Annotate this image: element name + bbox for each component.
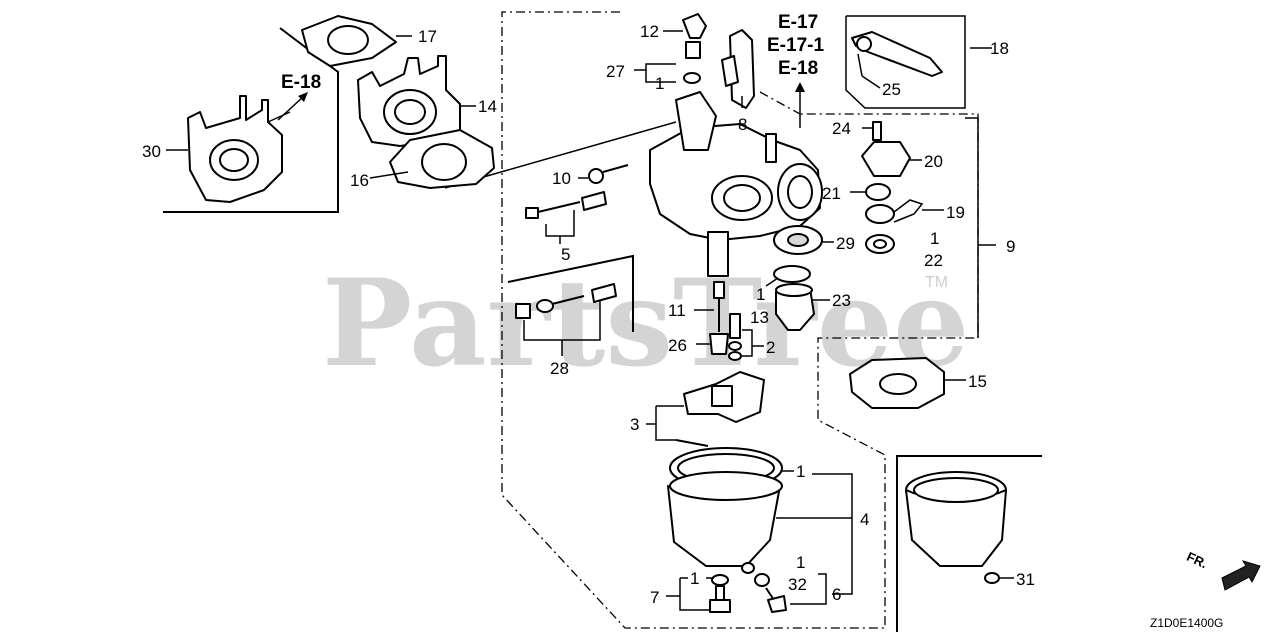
- label-10: 10: [552, 169, 571, 188]
- ref-e17-1: E-17-1: [767, 35, 824, 56]
- label-32: 32: [788, 575, 807, 594]
- label-23: 23: [832, 291, 851, 310]
- label-31: 31: [1016, 570, 1035, 589]
- part-5-pilot-screw: [525, 191, 607, 219]
- part-1-o-ring: [773, 265, 811, 283]
- label-6: 6: [832, 585, 841, 604]
- part-separate-float-bowl: [905, 471, 1007, 584]
- part-18-choke-lever: [851, 31, 943, 77]
- label-13: 13: [750, 308, 769, 327]
- label-17: 17: [418, 27, 437, 46]
- front-direction-arrow: FR.: [1184, 549, 1261, 591]
- part-labels: 17 14 16 30 12 27 1 8 18 25 24 20 21 19 …: [142, 22, 1035, 607]
- label-27: 27: [606, 62, 625, 81]
- part-8-lever: [721, 29, 755, 109]
- label-14: 14: [478, 97, 497, 116]
- label-21: 21: [822, 184, 841, 203]
- part-2-main-jet: [728, 313, 742, 361]
- label-18: 18: [990, 39, 1009, 58]
- label-11: 11: [668, 301, 686, 320]
- label-15: 15: [968, 372, 987, 391]
- label-22: 22: [924, 251, 943, 270]
- part-11-float-needle: [709, 281, 729, 355]
- part-23-pump: [775, 283, 815, 331]
- label-3: 3: [630, 415, 639, 434]
- part-32-drain-screw: [741, 562, 787, 613]
- ref-e17: E-17: [778, 12, 818, 33]
- part-20-cover-assembly: [861, 121, 924, 254]
- part-29-diaphragm: [773, 225, 823, 255]
- label-29: 29: [836, 234, 855, 253]
- part-7-bolt: [709, 574, 731, 613]
- label-4: 4: [860, 510, 869, 529]
- label-26: 26: [668, 336, 687, 355]
- front-arrow-label: FR.: [1184, 549, 1209, 571]
- part-15-gasket: [849, 357, 945, 409]
- label-28: 28: [550, 359, 569, 378]
- diagram-code: Z1D0E1400G: [1150, 616, 1223, 630]
- leader-lines: [166, 30, 1014, 611]
- label-1-d: 1: [796, 462, 805, 481]
- label-12: 12: [640, 22, 659, 41]
- label-1-c: 1: [756, 285, 765, 304]
- label-7: 7: [650, 588, 659, 607]
- label-20: 20: [924, 152, 943, 171]
- label-1-e: 1: [796, 553, 805, 572]
- label-25: 25: [882, 80, 901, 99]
- part-17-gasket: [301, 15, 397, 67]
- part-14-insulator: [357, 55, 461, 147]
- part-12-knob: [682, 13, 707, 84]
- label-5: 5: [561, 245, 570, 264]
- part-28-throttle-stop-screw: [515, 283, 617, 319]
- ref-e18-top: E-18: [778, 58, 818, 79]
- label-9: 9: [1006, 237, 1015, 256]
- label-1-b: 1: [930, 229, 939, 248]
- part-carburetor-body: [649, 91, 823, 277]
- part-30-insulator: [187, 95, 291, 203]
- reference-arrows: [277, 82, 805, 128]
- part-16-gasket: [389, 129, 495, 189]
- part-4-float-bowl: [667, 447, 783, 567]
- label-1-f: 1: [690, 569, 699, 588]
- part-10-screw: [588, 164, 629, 184]
- part-3-float: [675, 371, 765, 447]
- label-1-a: 1: [655, 74, 664, 93]
- label-8: 8: [738, 115, 747, 134]
- watermark-trademark: TM: [925, 274, 948, 291]
- label-2: 2: [766, 338, 775, 357]
- label-30: 30: [142, 142, 161, 161]
- label-16: 16: [350, 171, 369, 190]
- label-24: 24: [832, 119, 851, 138]
- ref-e18-left: E-18: [281, 72, 321, 93]
- label-19: 19: [946, 203, 965, 222]
